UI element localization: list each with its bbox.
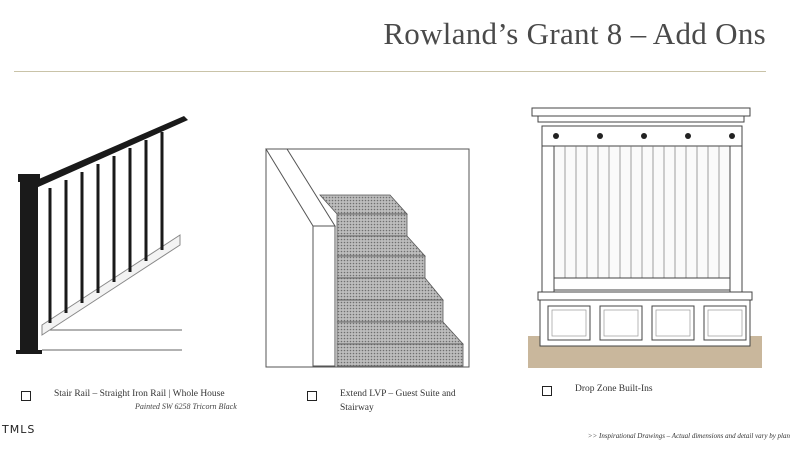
- stair-rail-checkbox[interactable]: [21, 391, 31, 401]
- disclaimer: >> Inspirational Drawings – Actual dimen…: [587, 432, 790, 440]
- stair-rail-paint-note: Painted SW 6258 Tricorn Black: [135, 402, 237, 411]
- drop-zone-checkbox[interactable]: [542, 386, 552, 396]
- extend-lvp-checkbox[interactable]: [307, 391, 317, 401]
- extend-lvp-label: Extend LVP – Guest Suite and Stairway: [340, 387, 456, 415]
- stair-rail-label: Stair Rail – Straight Iron Rail | Whole …: [54, 389, 225, 399]
- header-divider: [14, 71, 766, 72]
- drop-zone-label: Drop Zone Built-Ins: [575, 384, 653, 394]
- stair-flooring-illustration: [265, 148, 470, 368]
- page-title: Rowland’s Grant 8 – Add Ons: [383, 16, 766, 51]
- extend-lvp-label-line1: Extend LVP – Guest Suite and: [340, 389, 456, 399]
- brand-logo: TMLS: [2, 423, 36, 436]
- stair-rail-illustration: [16, 116, 188, 354]
- extend-lvp-label-line2: Stairway: [340, 403, 374, 413]
- drop-zone-illustration: [528, 107, 762, 368]
